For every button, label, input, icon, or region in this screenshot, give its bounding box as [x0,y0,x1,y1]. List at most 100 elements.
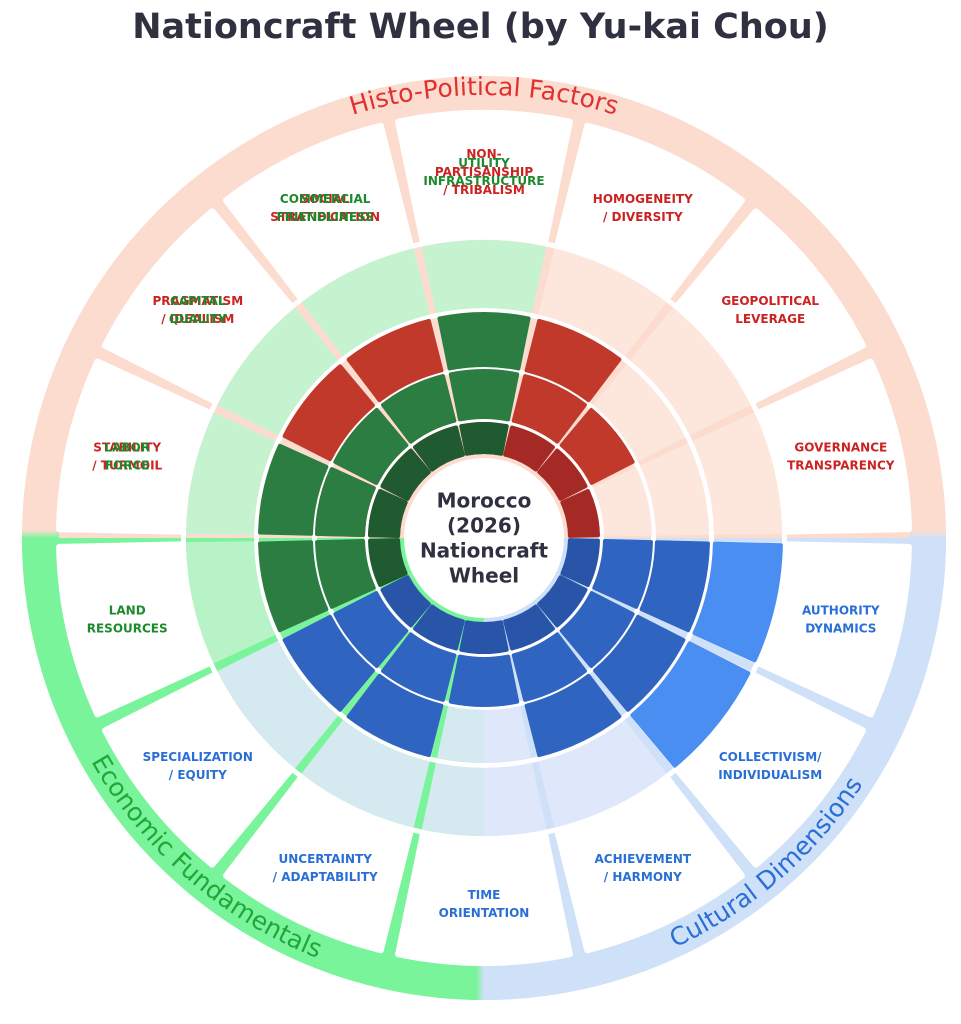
cultural-label-card [756,541,912,718]
histo-label-card [554,122,745,301]
economic-label-card [395,110,573,245]
cultural-cell [217,640,339,769]
economic-score-tile [381,374,457,444]
cultural-factor-label: COLLECTIVISM/INDIVIDUALISM [718,750,822,782]
economic-label-card [56,358,212,535]
economic-cell [421,239,547,314]
economic-score-tile [380,448,431,501]
histo-score-tile [511,374,587,444]
histo-score-tile [559,408,635,485]
economic-score-tile [368,489,408,538]
economic-score-tile [437,311,531,371]
histo-score-tile [524,318,622,403]
cultural-score-tile [282,614,375,712]
histo-cell [639,443,709,536]
histo-score-tile [537,448,588,501]
cultural-cell [538,719,667,828]
cultural-factor-label: ACHIEVEMENT/ HARMONY [594,852,691,884]
histo-score-tile [503,425,555,472]
histo-factor-label: PRAGMATISM/ IDEALISM [152,294,243,326]
economic-score-tile [258,540,329,633]
cultural-score-tile [333,591,409,668]
economic-score-tile [413,425,465,472]
cultural-label-card [102,672,294,868]
cultural-score-tile [593,614,686,712]
cultural-score-tile [524,673,622,758]
cultural-score-tile [639,540,710,633]
economic-score-tile [315,467,376,538]
histo-cell [593,364,686,462]
cultural-label-card [223,775,414,954]
cultural-score-tile [537,575,588,628]
cultural-cell [421,762,547,837]
histo-cell [592,467,652,537]
band-blend-bottom [435,960,533,1001]
cultural-label-card [395,831,573,966]
cultural-score-tile [346,673,444,758]
ring-gap [254,308,714,768]
economic-cell [301,248,430,357]
histo-score-tile [346,318,444,403]
band-blend-right [906,489,947,587]
cultural-score-tile [503,604,555,651]
histo-cell [538,248,667,357]
economic-cell [217,307,339,436]
histo-cell [692,412,782,535]
cultural-score-tile [560,538,600,587]
wheel-score-tiles [258,311,783,768]
economic-cell [186,541,276,664]
cultural-score-tile [511,632,587,702]
center-disc [404,458,564,618]
band-blend-left [21,489,62,587]
economic-label-card [56,541,212,718]
cultural-score-tile [380,575,431,628]
economic-score-tile [258,443,329,536]
cultural-score-tile [448,654,520,707]
cultural-score-tile [592,538,653,609]
economic-cell [186,412,276,535]
histo-factor-label: HOMOGENEITY/ DIVERSITY [593,192,693,224]
economic-score-tile [333,408,409,485]
cultural-label-card [674,672,866,868]
cultural-score-tile [559,591,635,668]
histo-factor-label: NON-PARTISANSHIP/ TRIBALISM [435,147,533,197]
economic-score-tile [368,538,408,587]
page-title: Nationcraft Wheel (by Yu-kai Chou) [132,7,829,47]
histo-cell [629,307,751,436]
cultural-factor-label: SPECIALIZATION/ EQUITY [143,750,253,782]
histo-factor-label: STABILITY/ TURMOIL [92,441,162,473]
histo-label-card [674,208,866,404]
cultural-label-card [554,775,745,954]
cultural-score-tile [459,620,509,654]
cultural-cell [301,719,430,828]
ring-gap [364,418,604,658]
ring-gap [312,366,656,710]
histo-label-card [756,358,912,535]
economic-score-tile [448,369,520,422]
cultural-factor-label: UNCERTAINTY/ ADAPTABILITY [273,852,378,884]
economic-label-card [102,208,294,404]
cultural-score-tile [381,632,457,702]
cultural-score-tile [413,604,465,651]
wheel-factor-labels: STABILITY/ TURMOIL PRAGMATISM/ IDEALISM SO… [87,147,895,920]
cultural-score-tile [692,541,783,663]
histo-score-tile [282,364,375,462]
cultural-cell [437,706,531,764]
cultural-score-tile [630,641,751,768]
economic-label-card [223,122,414,301]
economic-score-tile [315,538,376,609]
economic-score-tile [459,422,509,456]
